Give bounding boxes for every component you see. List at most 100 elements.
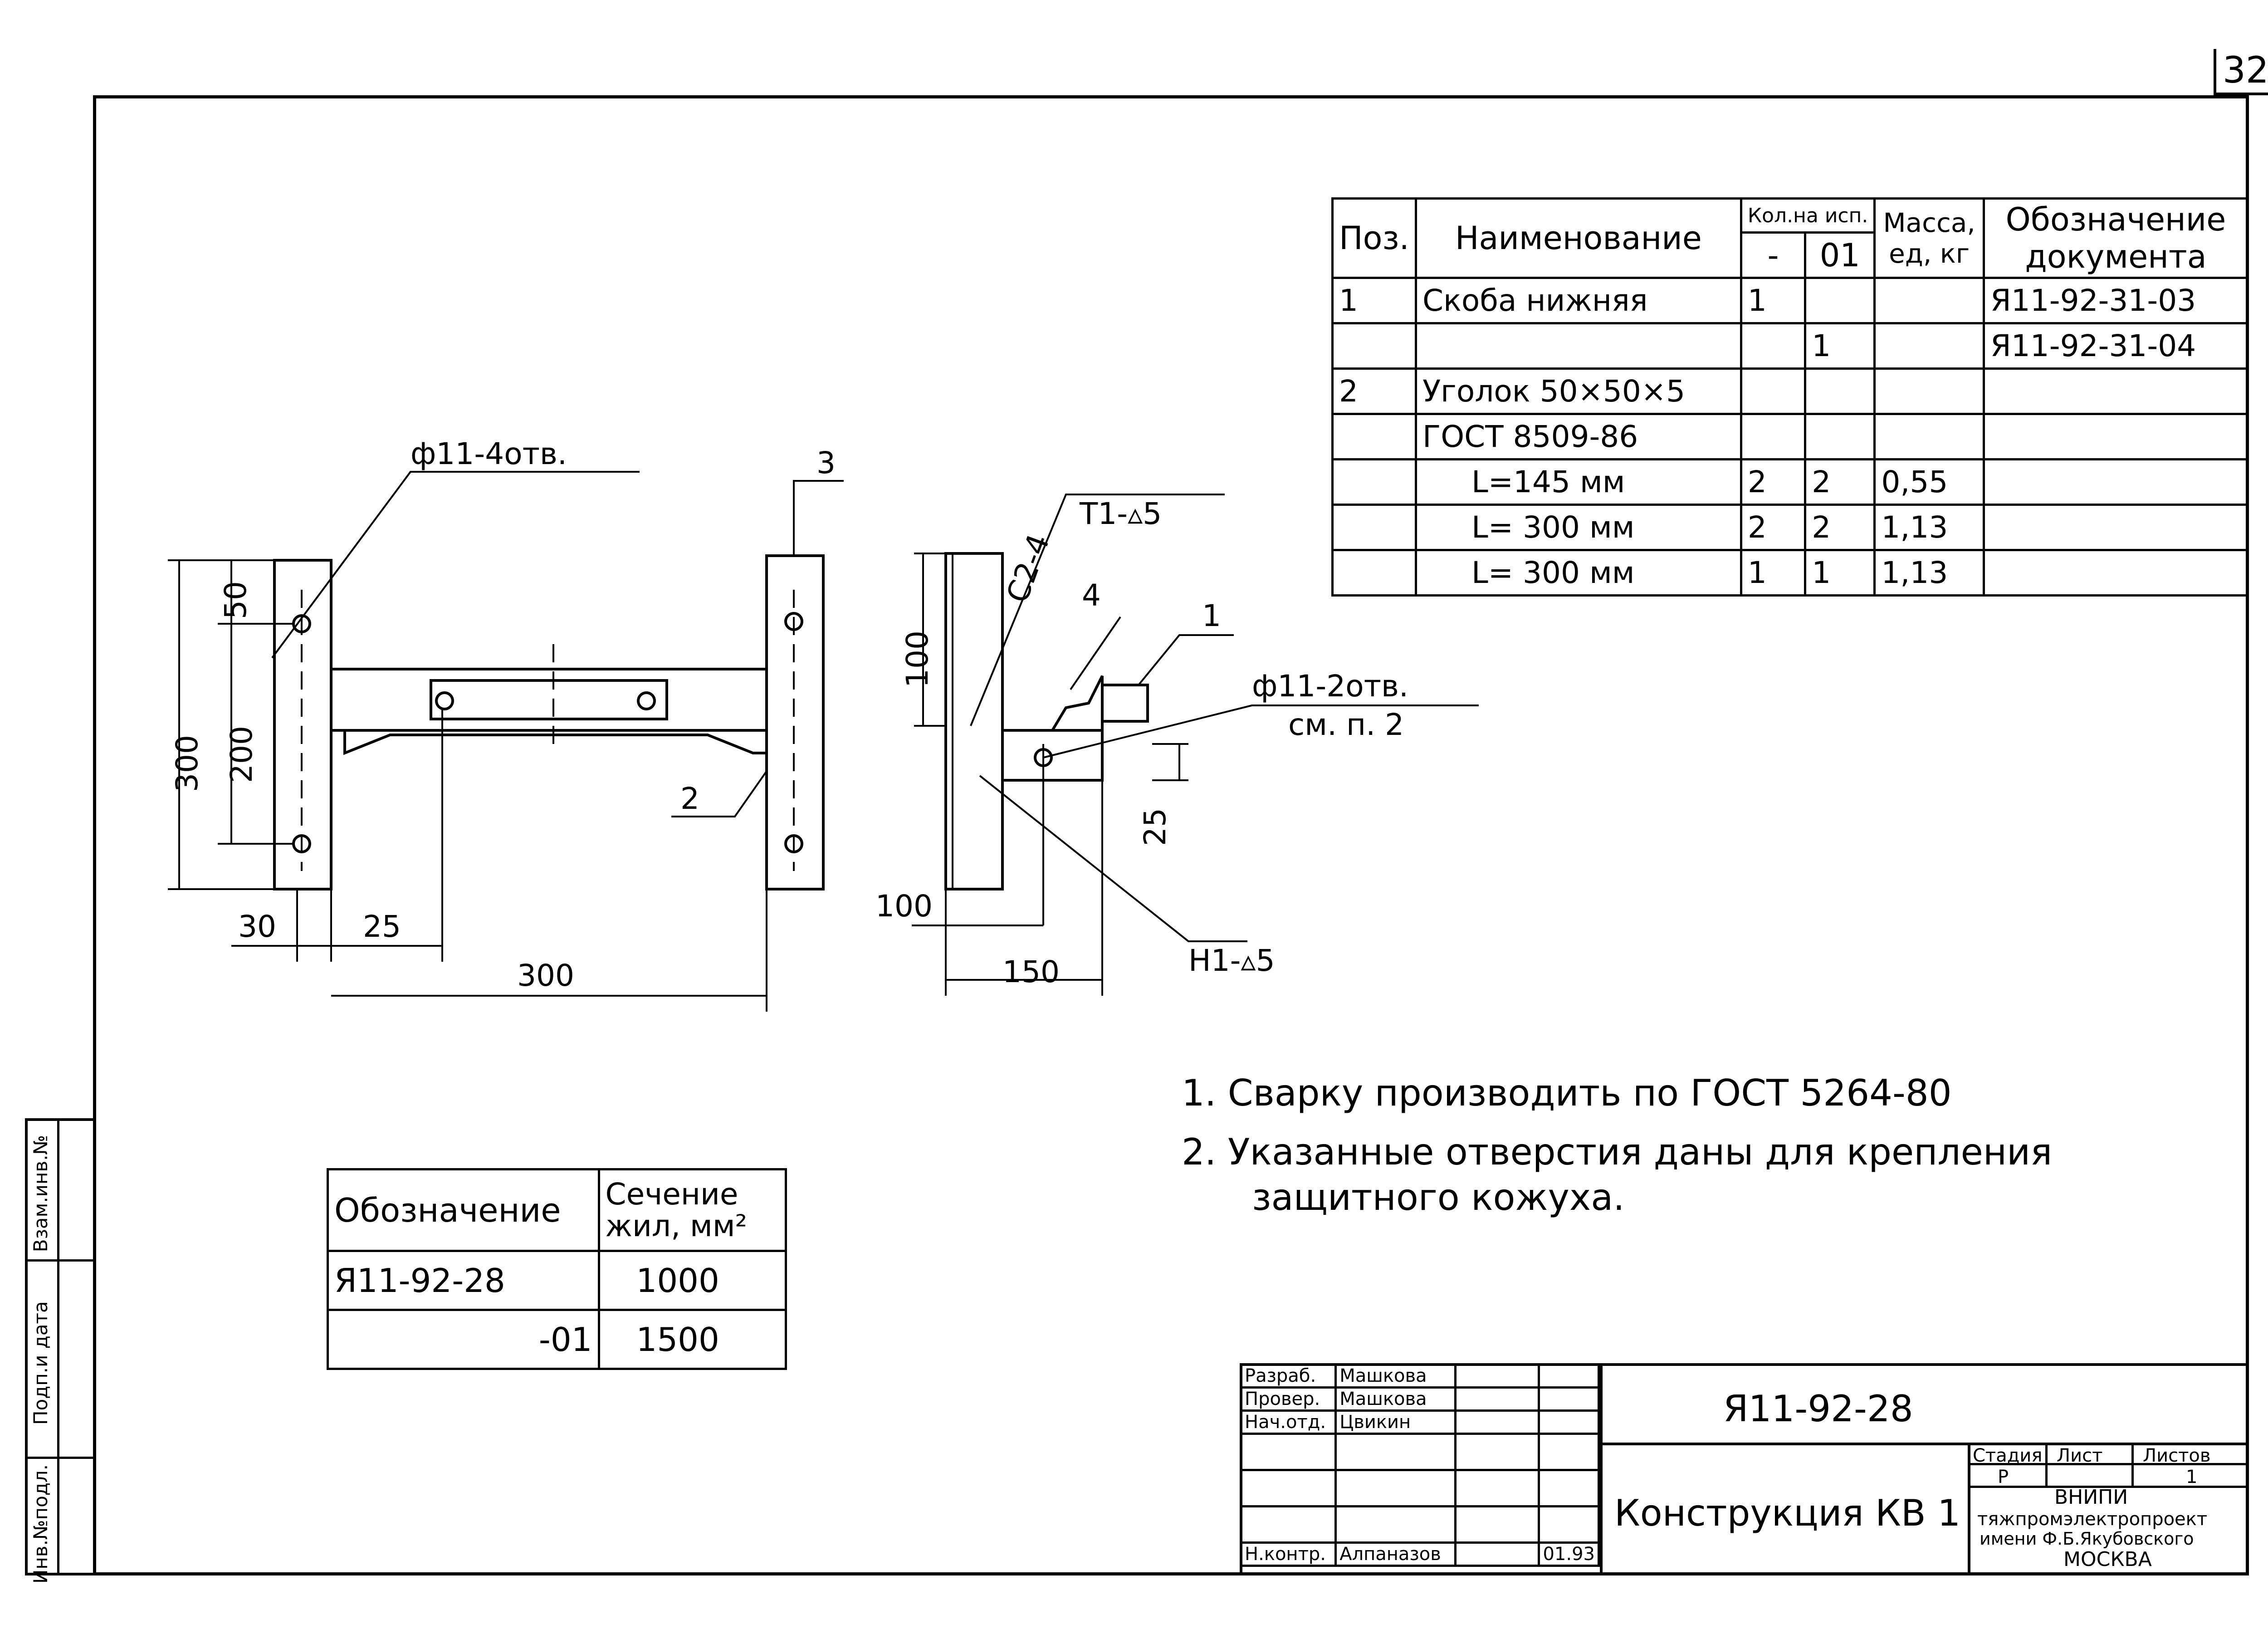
table-row: Провер.Машкова bbox=[1239, 1386, 1600, 1412]
spec-cell-mass bbox=[1873, 322, 1985, 370]
variant-cell-value: 1500 bbox=[597, 1309, 787, 1370]
spec-cell-qty-a bbox=[1740, 367, 1807, 415]
variant-header-section: Сечение жил, мм² bbox=[597, 1168, 787, 1252]
spec-header-name: Наименование bbox=[1414, 197, 1742, 279]
role-label: Разраб. bbox=[1239, 1363, 1337, 1389]
spec-cell-pos bbox=[1331, 458, 1417, 506]
table-row bbox=[1239, 1433, 1600, 1471]
label-pos4: 4 bbox=[1082, 578, 1101, 613]
sheet-number-box bbox=[2214, 49, 2268, 95]
role-name: Машкова bbox=[1334, 1363, 1457, 1389]
spec-cell-doc: Я11-92-31-04 bbox=[1982, 322, 2249, 370]
spec-cell-name: Скоба нижняя bbox=[1414, 277, 1742, 324]
label-weld-t1: Т1-▵5 bbox=[1080, 496, 1162, 531]
spec-cell-doc: Я11-92-31-03 bbox=[1982, 277, 2249, 324]
table-row: Нач.отд.Цвикин bbox=[1239, 1409, 1600, 1435]
spec-cell-doc bbox=[1982, 504, 2249, 551]
spec-cell-mass: 1,13 bbox=[1873, 504, 1985, 551]
variant-header-section-line1: Сечение bbox=[605, 1177, 738, 1212]
side-bracket bbox=[1101, 684, 1149, 723]
spec-cell-pos bbox=[1331, 504, 1417, 551]
specification-table: Поз. Наименование Кол.на исп. Масса, ед,… bbox=[1331, 197, 2249, 597]
sheets-value: 1 bbox=[2186, 1467, 2198, 1487]
spec-cell-qty-b bbox=[1804, 367, 1876, 415]
label-hole4: ф11-4отв. bbox=[411, 436, 567, 471]
dim-150: 150 bbox=[1002, 954, 1060, 989]
spec-header-qty-b: 01 bbox=[1804, 231, 1876, 279]
angle-beam bbox=[331, 668, 767, 755]
variant-cell-value: 1000 bbox=[597, 1250, 787, 1311]
role-name: Алпаназов bbox=[1334, 1541, 1457, 1567]
spec-cell-qty-a: 1 bbox=[1740, 277, 1807, 324]
note-2-continued: защитного кожуха. bbox=[1252, 1176, 1625, 1218]
spec-header-doc: Обозначение документа bbox=[1982, 197, 2249, 279]
signature bbox=[1454, 1409, 1540, 1435]
spec-cell-mass: 0,55 bbox=[1873, 458, 1985, 506]
spec-cell-name: L=145 мм bbox=[1414, 458, 1742, 506]
drawing-frame bbox=[93, 95, 2249, 1575]
spec-cell-pos bbox=[1331, 322, 1417, 370]
table-row: -01 1500 bbox=[327, 1309, 787, 1370]
label-pos1: 1 bbox=[1202, 598, 1221, 633]
org-line4: МОСКВА bbox=[2063, 1548, 2152, 1571]
dim-50: 50 bbox=[218, 581, 253, 619]
spec-cell-mass bbox=[1873, 367, 1985, 415]
dim-300-vertical: 300 bbox=[169, 735, 205, 792]
spec-cell-pos bbox=[1331, 549, 1417, 597]
note-1: 1. Сварку производить по ГОСТ 5264-80 bbox=[1182, 1072, 1952, 1114]
date-cell bbox=[1538, 1409, 1600, 1435]
sheets-header: Листов bbox=[2143, 1445, 2211, 1466]
dim-100-horizontal: 100 bbox=[875, 889, 933, 924]
title-block: Разраб.Машкова Провер.Машкова Нач.отд.Цв… bbox=[1239, 1363, 2249, 1575]
spec-header-mass: Масса, ед, кг bbox=[1873, 197, 1985, 279]
spec-cell-doc bbox=[1982, 549, 2249, 597]
strap-plate bbox=[430, 679, 668, 720]
spec-header-qty-a: - bbox=[1740, 231, 1807, 279]
table-row: 1 Я11-92-31-04 bbox=[1331, 322, 2249, 370]
dim-100-vertical: 100 bbox=[899, 631, 935, 688]
spec-cell-doc bbox=[1982, 413, 2249, 460]
spec-cell-name: L= 300 мм bbox=[1414, 549, 1742, 597]
spec-cell-qty-a: 1 bbox=[1740, 549, 1807, 597]
variant-cell-code: -01 bbox=[327, 1309, 600, 1370]
spec-cell-qty-a: 2 bbox=[1740, 504, 1807, 551]
org-line2: тяжпромэлектропроект bbox=[1977, 1509, 2208, 1530]
stage-header: Стадия bbox=[1973, 1445, 2043, 1466]
table-row bbox=[1239, 1505, 1600, 1544]
sheet-header: Лист bbox=[2057, 1445, 2103, 1466]
spec-cell-mass bbox=[1873, 277, 1985, 324]
spec-cell-doc bbox=[1982, 367, 2249, 415]
org-line3: имени Ф.Б.Якубовского bbox=[1980, 1529, 2194, 1549]
variant-header-section-line2: жил, мм² bbox=[605, 1208, 748, 1243]
dim-25-vertical: 25 bbox=[1137, 808, 1173, 846]
drawing-title: Конструкция КВ 1 bbox=[1614, 1492, 1961, 1534]
label-hole2: ф11-2отв. bbox=[1252, 669, 1408, 704]
left-plate bbox=[273, 559, 332, 890]
label-pos3: 3 bbox=[816, 445, 836, 480]
role-label: Нач.отд. bbox=[1239, 1409, 1337, 1435]
table-row: ГОСТ 8509-86 bbox=[1331, 413, 2249, 460]
spec-cell-qty-a bbox=[1740, 413, 1807, 460]
spec-cell-qty-b: 1 bbox=[1804, 549, 1876, 597]
table-row: Я11-92-28 1000 bbox=[327, 1250, 787, 1311]
spec-cell-qty-b: 2 bbox=[1804, 458, 1876, 506]
role-name: Машкова bbox=[1334, 1386, 1457, 1412]
date-cell: 01.93 bbox=[1538, 1541, 1600, 1567]
signature bbox=[1454, 1386, 1540, 1412]
code-cell bbox=[1600, 1366, 2246, 1445]
spec-cell-name: ГОСТ 8509-86 bbox=[1414, 413, 1742, 460]
stage-value: Р bbox=[1998, 1467, 2009, 1487]
date-cell bbox=[1538, 1363, 1600, 1389]
label-weld-h1: Н1-▵5 bbox=[1188, 943, 1275, 978]
spec-cell-qty-b: 1 bbox=[1804, 322, 1876, 370]
side-plate bbox=[944, 552, 1004, 890]
stage-grid bbox=[1968, 1443, 2246, 1575]
variant-table: Обозначение Сечение жил, мм² Я11-92-28 1… bbox=[327, 1168, 787, 1370]
side-stamp bbox=[25, 1118, 93, 1575]
